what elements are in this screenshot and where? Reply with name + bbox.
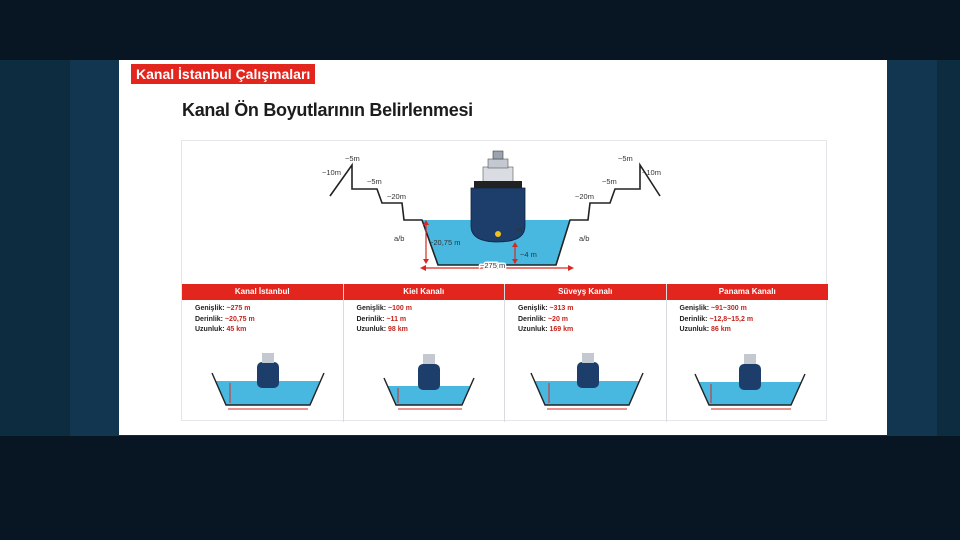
width-key: Genişlik: [356,305,387,312]
canal-section-icon [693,354,806,410]
left-offset-label: ~10m [322,168,341,177]
canal-water [422,220,570,265]
canal-comparison-cards: Kanal İstanbul Genişlik: ~275 m Derinlik… [182,284,828,422]
draft-label: m [516,225,522,234]
canal-card-title: Kiel Kanalı [343,284,504,300]
right-offset-label: ~10m [642,168,661,177]
depth-key: Derinlik: [356,315,385,323]
canal-bank-profile [329,162,661,266]
depth-key: Derinlik: [679,315,708,323]
width-key: Genişlik: [679,305,710,312]
width-value: ~100 m [388,305,412,312]
left-height-label: ~5m [345,154,360,163]
canal-card-title: Panama Kanalı [666,284,828,300]
canal-card-title: Süveyş Kanalı [505,284,666,300]
page-title: Kanal Ön Boyutlarının Belirlenmesi [182,100,473,120]
canal-section-icon [382,354,475,410]
depth-value: ~12,8~15,2 m [709,315,754,323]
background-glow-right [887,60,937,436]
left-step-label: ~5m [367,177,382,186]
length-key: Uzunluk: [356,326,387,333]
canal-cross-section-diagram: ~10m ~5m ~5m ~20m a/b ~5m ~10m ~5m ~20m … [322,150,661,272]
diagram-panel: ~10m ~5m ~5m ~20m a/b ~5m ~10m ~5m ~20m … [181,140,828,422]
length-value: 86 km [711,326,731,333]
width-key: Genişlik: [195,305,225,312]
depth-key: Derinlik: [518,315,547,323]
length-value: 45 km [226,326,247,333]
length-value: 169 km [549,326,574,333]
length-key: Uzunluk: [679,326,710,333]
depth-label: ~20,75 m [429,238,460,247]
width-key: Genişlik: [518,305,548,312]
right-height-label: ~5m [618,154,633,163]
depth-value: ~11 m [386,315,407,323]
canal-section-icon [530,353,644,410]
background-glow-left [70,60,120,436]
depth-value: ~20,75 m [224,315,255,323]
length-key: Uzunluk: [195,326,225,333]
slide: Kanal İstanbul Çalışmaları Kanal Ön Boyu… [119,60,887,435]
depth-key: Derinlik: [195,315,224,323]
width-label: ~275 m [480,261,505,270]
section-tag: Kanal İstanbul Çalışmaları [131,64,316,84]
canal-card-suez: Süveyş Kanalı Genişlik: ~313 m Derinlik:… [505,284,667,422]
canal-card-panama: Panama Kanalı Genişlik: ~91~300 m Derinl… [666,284,828,422]
width-value: ~313 m [549,305,574,312]
right-slope-label: a/b [579,234,589,243]
left-berm-label: ~20m [387,192,406,201]
canal-card-title: Kanal İstanbul [182,284,343,300]
width-value: ~91~300 m [711,305,747,312]
canal-card-istanbul: Kanal İstanbul Genişlik: ~275 m Derinlik… [182,284,344,422]
length-value: 98 km [388,326,408,333]
right-step-label: ~5m [602,177,617,186]
ship-icon [470,150,526,243]
canal-card-kiel: Kiel Kanalı Genişlik: ~100 m Derinlik: ~… [343,284,505,422]
length-key: Uzunluk: [518,326,548,333]
left-slope-label: a/b [394,234,404,243]
canal-section-icon [211,353,325,410]
clearance-label: ~4 m [520,250,537,259]
right-berm-label: ~20m [575,192,594,201]
width-value: ~275 m [226,305,251,312]
depth-value: ~20 m [547,315,569,323]
